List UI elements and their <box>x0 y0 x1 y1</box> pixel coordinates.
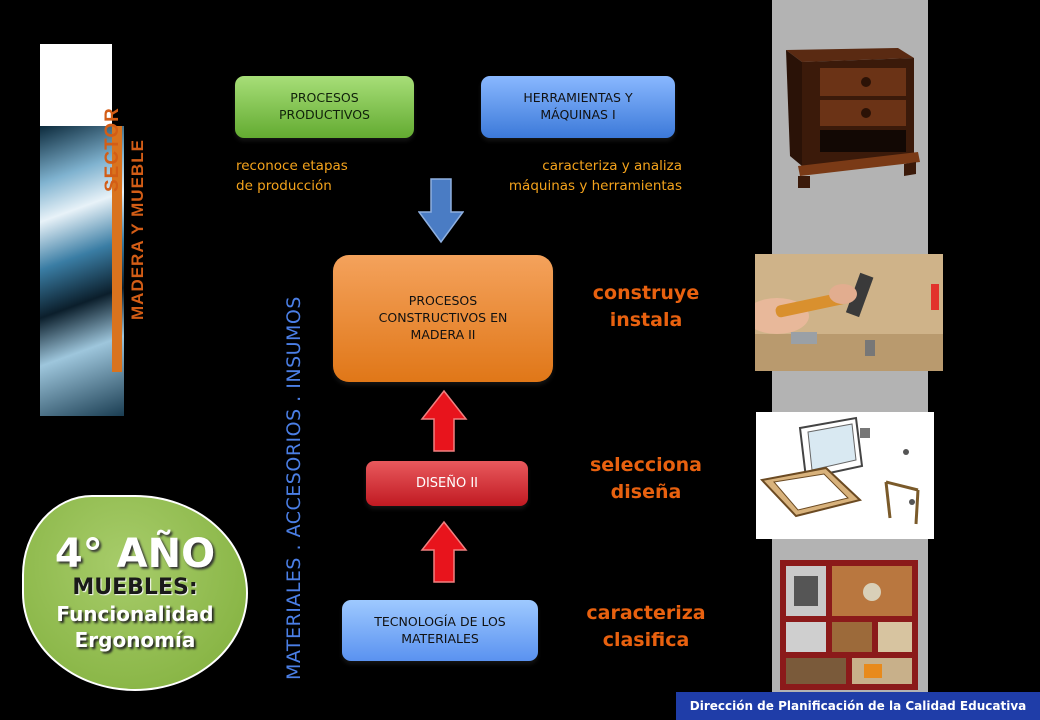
hardware-collage-image <box>780 560 918 690</box>
arrow-up-icon <box>420 520 468 583</box>
year-subtitle: MUEBLES: <box>72 574 198 600</box>
footer-banner: Dirección de Planificación de la Calidad… <box>676 692 1040 720</box>
caracteriza-note: caracteriza y analiza máquinas y herrami… <box>460 156 682 197</box>
sector-accent-bar <box>112 126 122 372</box>
reconoce-line1: reconoce etapas <box>236 158 348 174</box>
verb-instala: instala <box>609 308 683 331</box>
tecnologia-materiales-box: TECNOLOGÍA DE LOS MATERIALES <box>342 600 538 661</box>
arrow-up-icon <box>420 389 468 452</box>
verb-clasifica: clasifica <box>602 628 690 651</box>
procesos-constructivos-label: PROCESOS CONSTRUCTIVOS EN MADERA II <box>378 293 508 342</box>
nightstand-image <box>780 44 922 194</box>
caracteriza-line1: caracteriza y analiza <box>542 158 682 174</box>
year-line-ergonomia: Ergonomía <box>74 628 196 653</box>
herramientas-maquinas-box: HERRAMIENTAS Y MÁQUINAS I <box>481 76 675 138</box>
procesos-productivos-box: PROCESOS PRODUCTIVOS <box>235 76 414 138</box>
window-sketch-image <box>756 412 934 539</box>
year-title: 4° AÑO <box>54 530 216 577</box>
sector-line2: MADERA Y MUEBLE <box>128 139 147 320</box>
sector-title: SECTOR MADERA Y MUEBLE <box>48 52 147 320</box>
verb-disena: diseña <box>610 480 682 503</box>
reconoce-line2: de producción <box>236 178 332 195</box>
caracteriza-verbs: caracteriza clasifica <box>572 600 720 653</box>
diseno-label: DISEÑO II <box>415 475 479 491</box>
year-line-funcionalidad: Funcionalidad <box>56 602 214 627</box>
verb-construye: construye <box>592 282 700 304</box>
diseno-box: DISEÑO II <box>366 461 528 506</box>
herramientas-maquinas-label: HERRAMIENTAS Y MÁQUINAS I <box>523 90 633 122</box>
reconoce-note: reconoce etapas de producción <box>236 156 348 197</box>
construye-verbs: construye instala <box>572 280 720 333</box>
verb-selecciona: selecciona <box>589 454 703 476</box>
verb-caracteriza: caracteriza <box>586 602 706 624</box>
sector-line1: SECTOR <box>102 107 123 192</box>
procesos-productivos-label: PROCESOS PRODUCTIVOS <box>279 90 370 122</box>
arrow-down-icon <box>418 178 464 244</box>
selecciona-verbs: selecciona diseña <box>572 452 720 505</box>
tecnologia-materiales-label: TECNOLOGÍA DE LOS MATERIALES <box>374 613 506 646</box>
hammer-image <box>755 254 943 371</box>
sector-banner <box>40 44 124 416</box>
caracteriza-line2: máquinas y herramientas <box>508 178 682 195</box>
footer-text: Dirección de Planificación de la Calidad… <box>689 699 1027 713</box>
procesos-constructivos-box: PROCESOS CONSTRUCTIVOS EN MADERA II <box>333 255 553 382</box>
materials-vertical-label: MATERIALES . ACCESORIOS . INSUMOS <box>283 296 305 680</box>
year-badge: 4° AÑO MUEBLES: Funcionalidad Ergonomía <box>22 495 248 691</box>
sector-photo <box>40 126 124 416</box>
